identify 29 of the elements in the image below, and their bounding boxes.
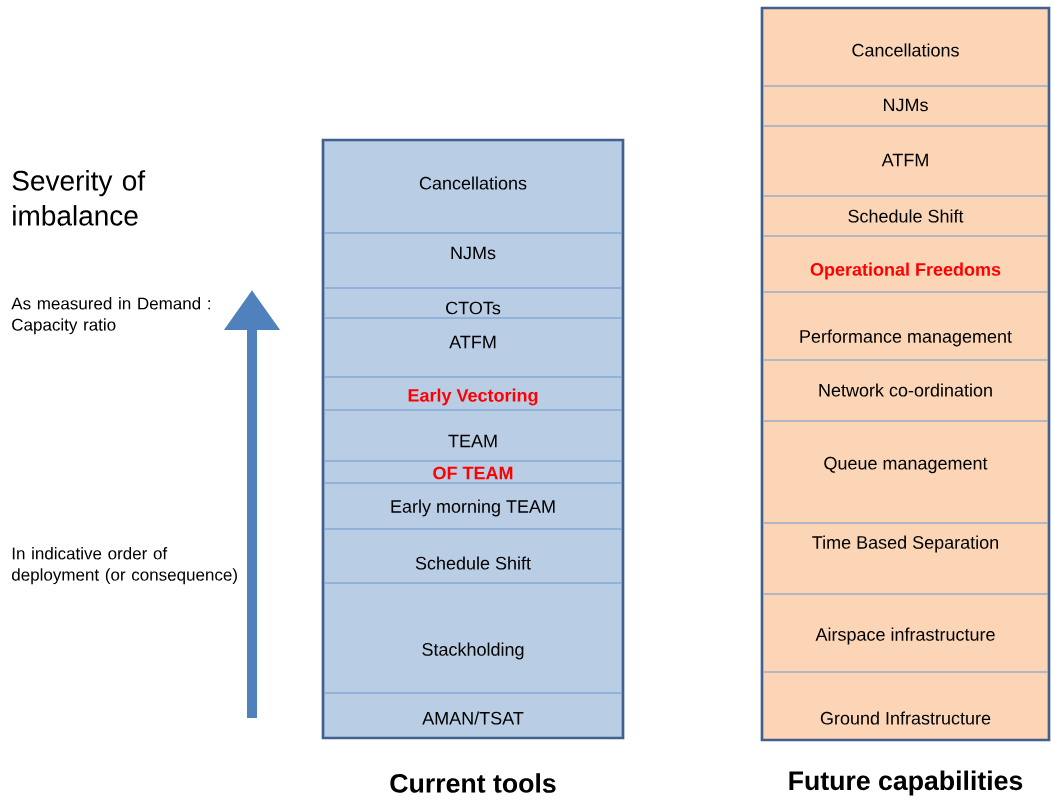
note-text: As measured in Demand : Capacity ratio xyxy=(11,297,210,335)
table-row: Operational Freedoms xyxy=(762,235,1049,280)
table-row: Network co-ordination xyxy=(762,359,1049,397)
table-row: Cancellations xyxy=(852,43,959,57)
table-row: ATFM xyxy=(323,317,623,349)
axis-title: Severity of imbalance xyxy=(12,170,146,226)
column-box xyxy=(321,138,625,740)
table-row: Schedule Shift xyxy=(762,195,1049,223)
table-row: NJMs xyxy=(323,232,623,260)
table-row: TEAM xyxy=(323,409,623,448)
table-row: Performance management xyxy=(762,291,1049,347)
table-row: Queue management xyxy=(762,420,1049,474)
column-box xyxy=(760,6,1051,742)
table-row: Ground Infrastructure xyxy=(762,671,1049,725)
column-heading: Future capabilities xyxy=(789,770,1023,796)
table-row: Time Based Separation xyxy=(762,522,1049,553)
table-row: Early morning TEAM xyxy=(323,482,623,517)
table-row: Schedule Shift xyxy=(323,528,623,570)
table-row: CTOTs xyxy=(323,287,623,315)
table-row: Early Vectoring xyxy=(323,376,623,406)
table-row: ATFM xyxy=(762,125,1049,167)
table-row: Airspace infrastructure xyxy=(762,593,1049,645)
column-heading: Current tools xyxy=(390,773,556,793)
note-text: In indicative order of deployment (or consequence) xyxy=(12,547,237,585)
table-row: OF TEAM xyxy=(323,460,623,480)
table-row: Stackholding xyxy=(323,582,623,660)
table-row: Cancellations xyxy=(419,176,527,190)
table-row: NJMs xyxy=(762,85,1049,112)
table-row: AMAN/TSAT xyxy=(323,692,623,725)
